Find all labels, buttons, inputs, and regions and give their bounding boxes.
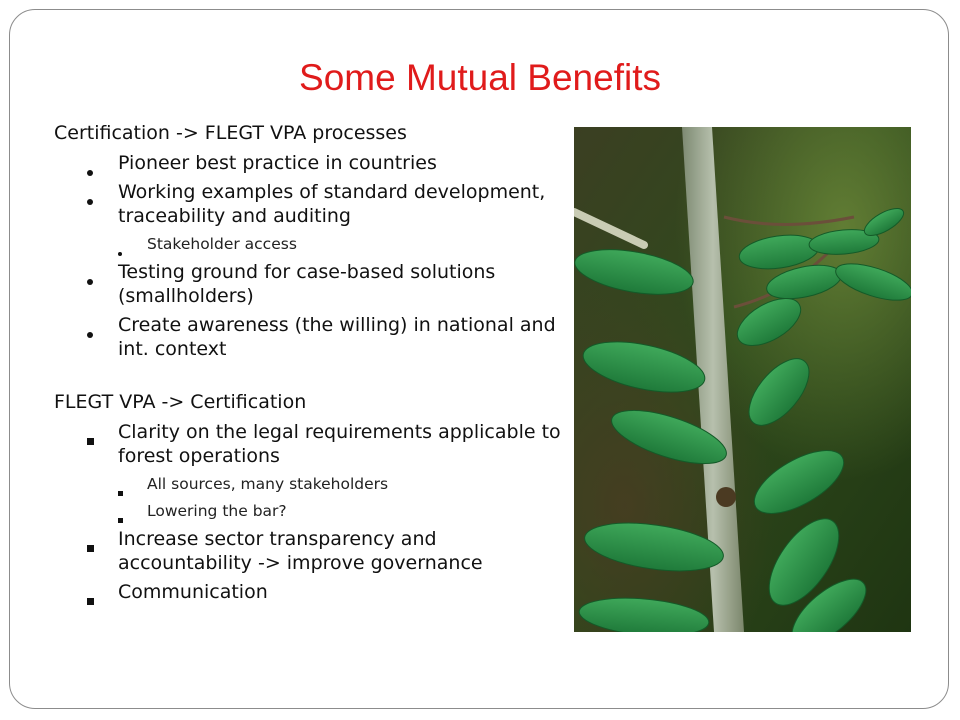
round-bullet-icon [87, 269, 93, 293]
list-item-text: Communication [118, 581, 268, 603]
sub-list-item: All sources, many stakeholders [54, 473, 564, 496]
section-heading-flegt-to-certification: FLEGT VPA -> Certification [54, 391, 307, 413]
list-item: Clarity on the legal requirements applic… [54, 420, 564, 468]
round-bullet-icon [87, 189, 93, 213]
square-bullet-icon [118, 509, 123, 531]
square-bullet-icon [87, 589, 94, 613]
sub-list-item-text: Lowering the bar? [147, 502, 287, 520]
list-item-text: Testing ground for case-based solutions … [118, 261, 496, 307]
plant-photo [574, 127, 911, 632]
sub-list-item: Lowering the bar? [54, 500, 564, 523]
plant-photo-icon [574, 127, 911, 632]
list-item: Testing ground for case-based solutions … [54, 260, 564, 308]
sub-list-item-text: All sources, many stakeholders [147, 475, 389, 493]
list-item: Create awareness (the willing) in nation… [54, 313, 564, 361]
sub-list-item: Stakeholder access [54, 233, 564, 256]
square-bullet-icon [87, 536, 94, 560]
list-item-text: Create awareness (the willing) in nation… [118, 314, 556, 360]
bullet-list-section1: Pioneer best practice in countries Worki… [54, 151, 564, 361]
list-item: Increase sector transparency and account… [54, 527, 564, 575]
round-bullet-icon [118, 242, 122, 264]
list-item: Working examples of standard development… [54, 180, 564, 228]
list-item-text: Pioneer best practice in countries [118, 152, 437, 174]
bullet-list-section2: Clarity on the legal requirements applic… [54, 420, 564, 605]
list-item: Pioneer best practice in countries [54, 151, 564, 176]
slide-title: Some Mutual Benefits [299, 57, 661, 98]
list-item-text: Clarity on the legal requirements applic… [118, 421, 561, 467]
square-bullet-icon [118, 482, 123, 504]
section-heading-certification-to-flegt: Certification -> FLEGT VPA processes [54, 122, 407, 144]
round-bullet-icon [87, 160, 93, 184]
square-bullet-icon [87, 429, 94, 453]
list-item-text: Working examples of standard development… [118, 181, 546, 227]
list-item: Communication [54, 580, 564, 605]
list-item-text: Increase sector transparency and account… [118, 528, 483, 574]
sub-list-item-text: Stakeholder access [147, 235, 297, 253]
round-bullet-icon [87, 322, 93, 346]
slide-content: Certification -> FLEGT VPA processes Pio… [54, 120, 564, 605]
